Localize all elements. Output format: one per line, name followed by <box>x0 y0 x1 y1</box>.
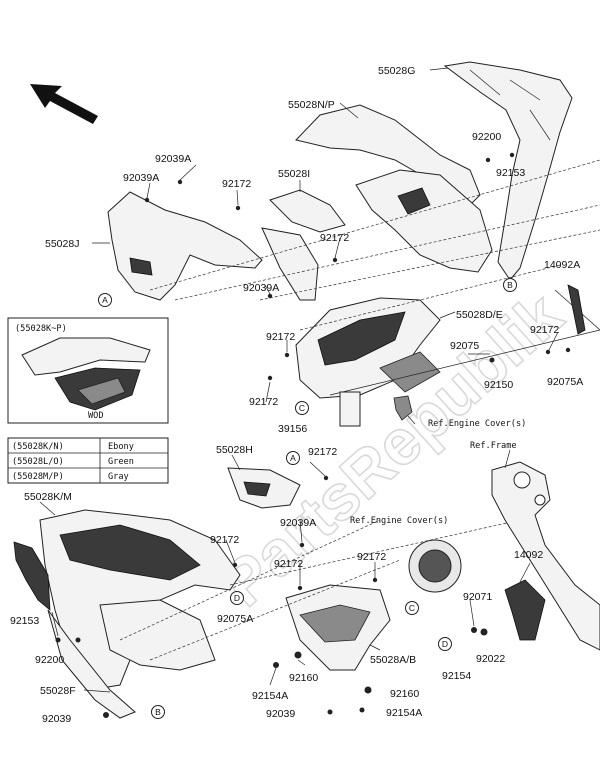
part-label: 92172 <box>210 534 239 546</box>
part-label: 92172 <box>222 178 251 190</box>
color-table-color: Gray <box>108 472 129 482</box>
svg-text:D: D <box>234 593 240 603</box>
bracket-engine-cover-upper <box>393 395 413 421</box>
part-label: 92154A <box>386 707 422 719</box>
part-label: 92022 <box>476 653 505 665</box>
svg-text:C: C <box>299 403 305 413</box>
part-label: 92153 <box>496 167 525 179</box>
part-label: 92160 <box>390 688 419 700</box>
part-label: 92075A <box>217 613 253 625</box>
part-14092A <box>567 284 586 335</box>
part-label: 92172 <box>266 331 295 343</box>
part-label: 55028A/B <box>370 654 416 666</box>
upper-fairing-parts <box>107 61 600 399</box>
leader-lines <box>39 67 559 693</box>
part-label: 14092 <box>514 549 543 561</box>
svg-text:A: A <box>290 453 296 463</box>
part-label: 92200 <box>472 131 501 143</box>
svg-text:B: B <box>155 707 161 717</box>
svg-text:A: A <box>102 295 108 305</box>
part-39156 <box>339 391 361 427</box>
callout-c: C <box>295 401 309 415</box>
part-label: 92154 <box>442 670 471 682</box>
callout-b: B <box>503 278 517 292</box>
ref-engine-cover: Ref.Engine Cover(s) <box>350 516 448 526</box>
color-table-color: Ebony <box>108 442 134 452</box>
part-label: 92039 <box>266 708 295 720</box>
part-label: 92039A <box>243 282 279 294</box>
part-label: 55028J <box>45 238 79 250</box>
color-table-color: Green <box>108 457 134 467</box>
part-label: 55028N/P <box>288 99 335 111</box>
part-label: 92075A <box>547 376 583 388</box>
part-label: 55028F <box>40 685 76 697</box>
ref-frame: Ref.Frame <box>470 441 517 451</box>
callout-b: B <box>151 705 165 719</box>
part-label: 92153 <box>10 615 39 627</box>
part-label: 55028H <box>216 444 253 456</box>
part-label: 55028D/E <box>456 309 503 321</box>
part-label: 92150 <box>484 379 513 391</box>
callout-d: D <box>438 637 452 651</box>
svg-text:C: C <box>409 603 415 613</box>
part-label: 92154A <box>252 690 288 702</box>
part-label: 92075 <box>450 340 479 352</box>
color-table-code: (55028L/O) <box>12 457 64 467</box>
svg-text:B: B <box>507 280 513 290</box>
frame-assembly <box>491 461 600 651</box>
part-label: 92172 <box>308 446 337 458</box>
part-label: 39156 <box>278 423 307 435</box>
color-table-code: (55028K/N) <box>12 442 64 452</box>
color-table: (55028K/N) Ebony (55028L/O) Green (55028… <box>7 437 169 484</box>
callout-a: A <box>286 451 300 465</box>
part-label: 92039A <box>123 172 159 184</box>
part-label: 92172 <box>274 558 303 570</box>
part-label: 92172 <box>357 551 386 563</box>
part-label: 92200 <box>35 654 64 666</box>
inset-box: (55028K~P) WOD <box>7 317 169 424</box>
part-label: 92172 <box>320 232 349 244</box>
front-direction-arrow <box>30 84 98 124</box>
part-label: 92172 <box>530 324 559 336</box>
inset-caption: WOD <box>88 411 104 421</box>
lower-fairing-parts <box>13 467 521 719</box>
part-label: 92071 <box>463 591 492 603</box>
callout-c: C <box>405 601 419 615</box>
callout-d: D <box>230 591 244 605</box>
part-14092 <box>504 579 546 641</box>
part-label: 14092A <box>544 259 580 271</box>
part-label: 92160 <box>289 672 318 684</box>
part-label: 92172 <box>249 396 278 408</box>
inset-title: (55028K~P) <box>15 324 67 334</box>
part-label: 55028G <box>378 65 415 77</box>
part-label: 92039 <box>42 713 71 725</box>
part-label: 55028K/M <box>24 491 72 503</box>
part-labels: 55028G 55028N/P 92200 92039A 92153 92039… <box>10 65 583 725</box>
engine-cover-part <box>408 539 462 593</box>
svg-text:D: D <box>442 639 448 649</box>
fasteners <box>55 152 571 718</box>
part-label: 92039A <box>280 517 316 529</box>
callout-a: A <box>98 293 112 307</box>
color-table-code: (55028M/P) <box>12 472 64 482</box>
part-label: 92039A <box>155 153 191 165</box>
part-label: 55028I <box>278 168 310 180</box>
ref-engine-cover: Ref.Engine Cover(s) <box>428 419 526 429</box>
